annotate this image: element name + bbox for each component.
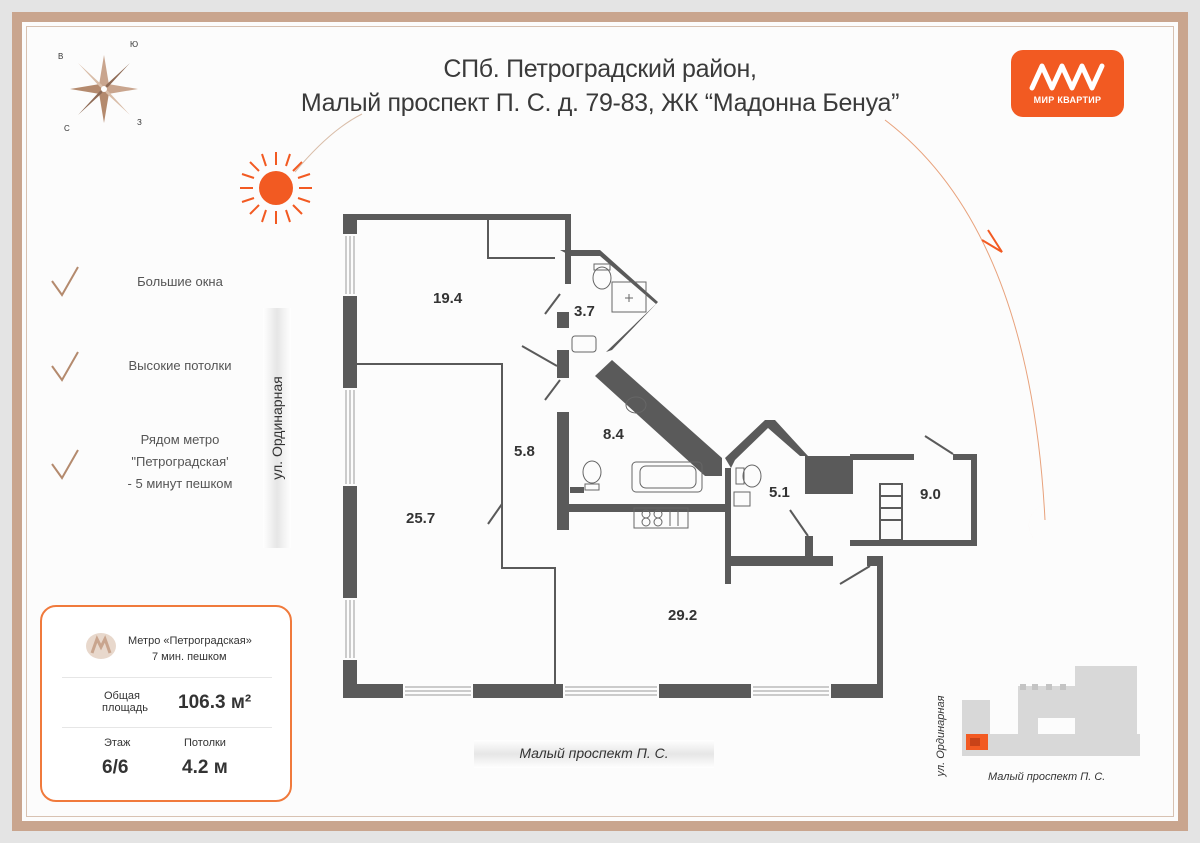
compass-label-z: З bbox=[137, 118, 142, 127]
feature-item: Высокие потолки bbox=[128, 358, 232, 373]
sun-arc-line bbox=[884, 119, 1046, 521]
divider bbox=[62, 677, 272, 678]
page-title: СПб. Петроградский район, Малый проспект… bbox=[240, 52, 960, 120]
street-ordinarnaya: ул. Ординарная bbox=[263, 308, 291, 548]
check-icon bbox=[51, 449, 79, 480]
title-line-1: СПб. Петроградский район, bbox=[443, 55, 757, 83]
room-area: 5.1 bbox=[769, 484, 790, 501]
room-area: 9.0 bbox=[920, 486, 941, 503]
title-line-2: Малый проспект П. С. д. 79-83, ЖК “Мадон… bbox=[300, 89, 900, 117]
divider bbox=[62, 727, 272, 728]
room-area: 25.7 bbox=[406, 510, 436, 527]
feature-item: Рядом метро "Петроградская' - 5 минут пе… bbox=[127, 432, 233, 491]
floor-label: Этаж bbox=[104, 737, 131, 749]
area-label-2: площадь bbox=[102, 702, 148, 714]
brand-logo[interactable]: МИР КВАРТИР bbox=[1011, 50, 1124, 117]
minimap-street-horizontal: Малый проспект П. С. bbox=[988, 771, 1106, 783]
area-value: 106.3 м² bbox=[178, 692, 252, 713]
ceiling-label: Потолки bbox=[184, 737, 226, 749]
compass-label-yu: Ю bbox=[130, 40, 139, 49]
sun-icon bbox=[240, 152, 312, 224]
minimap-street-vertical: ул. Ординарная bbox=[935, 695, 947, 777]
inner-border bbox=[26, 26, 1174, 817]
site-minimap bbox=[962, 666, 1140, 756]
metro-walk: 7 мин. пешком bbox=[152, 651, 227, 663]
room-area: 19.4 bbox=[433, 290, 463, 307]
logo-text: МИР КВАРТИР bbox=[1033, 95, 1102, 105]
area-label-1: Общая bbox=[104, 690, 140, 702]
compass-icon bbox=[70, 55, 138, 123]
compass-label-s: С bbox=[64, 124, 70, 133]
room-area: 5.8 bbox=[514, 443, 535, 460]
ceiling-value: 4.2 м bbox=[182, 757, 228, 778]
floor-value: 6/6 bbox=[102, 757, 129, 778]
room-area: 29.2 bbox=[668, 607, 698, 624]
info-card: Метро «Петроградская» 7 мин. пешком Обща… bbox=[40, 605, 292, 802]
feature-item: Большие окна bbox=[137, 274, 223, 289]
sun-path-line bbox=[294, 113, 363, 173]
metro-name: Метро «Петроградская» bbox=[128, 635, 252, 647]
check-icon bbox=[51, 351, 79, 382]
street-maly-prospekt: Малый проспект П. С. bbox=[474, 740, 714, 768]
check-icon bbox=[51, 266, 79, 297]
room-area: 8.4 bbox=[603, 426, 624, 443]
room-area: 3.7 bbox=[574, 303, 595, 320]
logo-mark-icon bbox=[1029, 63, 1105, 91]
metro-icon bbox=[86, 633, 116, 659]
compass-label-v: В bbox=[58, 52, 64, 61]
